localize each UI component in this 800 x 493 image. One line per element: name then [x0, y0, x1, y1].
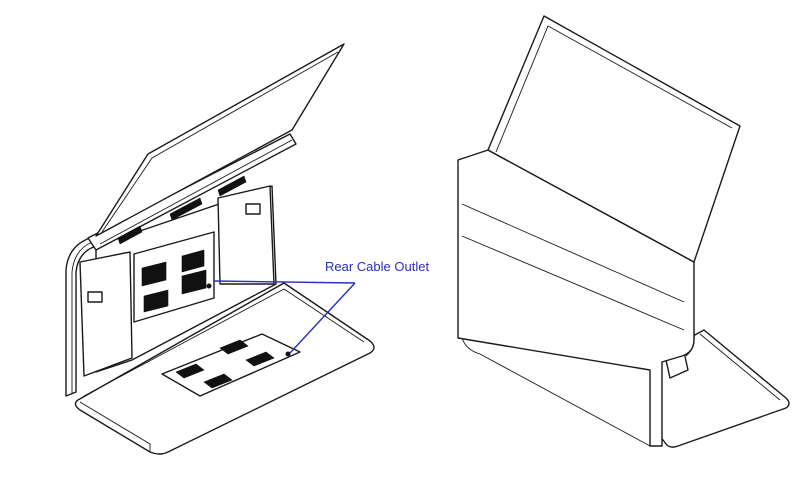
- right-kiosk-rear-view: [457, 15, 790, 448]
- right-kiosk-base: [659, 329, 790, 448]
- callout-leaders: [213, 280, 356, 354]
- left-pillar-slot: [87, 291, 103, 303]
- left-kiosk-front-view: [65, 43, 375, 455]
- left-kiosk-hinge-strip: [87, 133, 297, 251]
- left-kiosk-right-pillar: [217, 185, 275, 285]
- rear-cable-outlet-label: Rear Cable Outlet: [325, 259, 430, 274]
- leader-line-lower: [289, 282, 356, 354]
- right-pillar-slot: [245, 203, 261, 215]
- left-kiosk-left-pillar: [79, 251, 133, 377]
- leader-line-upper: [213, 280, 356, 284]
- left-kiosk-display-lid: [95, 43, 345, 237]
